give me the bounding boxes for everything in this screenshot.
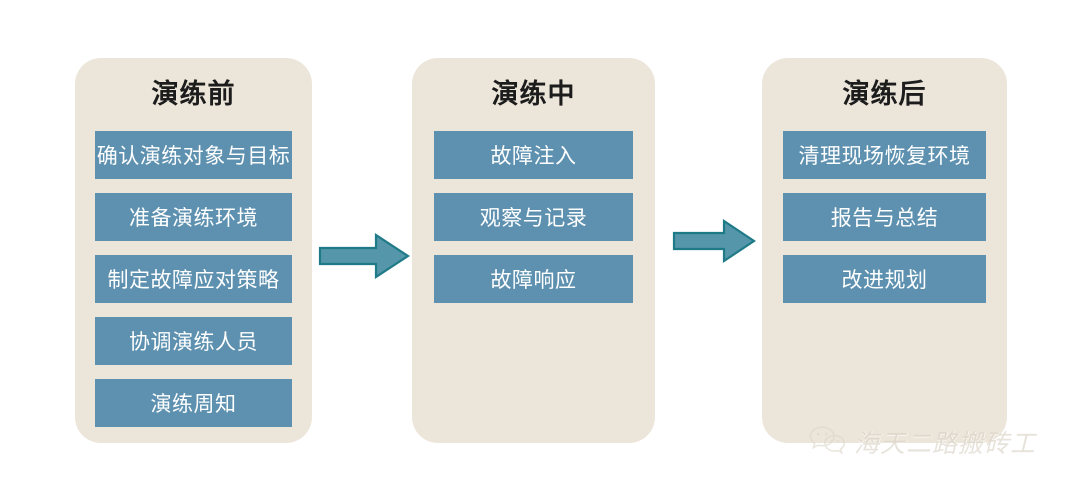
step-box[interactable]: 准备演练环境 [95,193,292,241]
step-box[interactable]: 清理现场恢复环境 [783,131,986,179]
step-box[interactable]: 改进规划 [783,255,986,303]
step-box[interactable]: 确认演练对象与目标 [95,131,292,179]
step-box[interactable]: 演练周知 [95,379,292,427]
step-box[interactable]: 故障注入 [434,131,633,179]
phase-step-list: 确认演练对象与目标 准备演练环境 制定故障应对策略 协调演练人员 演练周知 [75,131,312,427]
phase-step-list: 故障注入 观察与记录 故障响应 [412,131,655,303]
arrow-right-icon [672,218,756,264]
step-box[interactable]: 制定故障应对策略 [95,255,292,303]
step-box[interactable]: 报告与总结 [783,193,986,241]
phase-panel-after: 演练后 清理现场恢复环境 报告与总结 改进规划 [762,58,1007,443]
phase-panel-before: 演练前 确认演练对象与目标 准备演练环境 制定故障应对策略 协调演练人员 演练周… [75,58,312,443]
step-box[interactable]: 故障响应 [434,255,633,303]
arrow-right-icon [318,232,411,280]
phase-title: 演练前 [151,79,236,110]
step-box[interactable]: 协调演练人员 [95,317,292,365]
phase-title: 演练中 [491,79,576,110]
phase-panel-during: 演练中 故障注入 观察与记录 故障响应 [412,58,655,443]
step-box[interactable]: 观察与记录 [434,193,633,241]
phase-step-list: 清理现场恢复环境 报告与总结 改进规划 [762,131,1007,303]
phase-title: 演练后 [842,79,927,110]
